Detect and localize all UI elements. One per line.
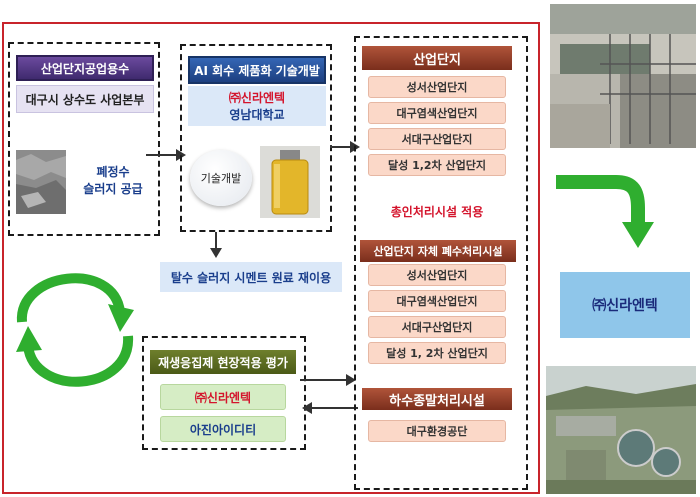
sewage-title: 하수종말처리시설 [362, 388, 512, 410]
wastewater-item: 대구염색산업단지 [368, 290, 506, 312]
double-arrow-icon [300, 374, 358, 414]
sludge-label: 폐정수 슬러지 공급 [68, 156, 158, 204]
approval-label: 총인처리시설 적용 [390, 204, 484, 219]
tech-label: 기술개발 [200, 172, 242, 185]
evaluation-company: ㈜신라엔텍 [160, 384, 286, 410]
bottle-photo [260, 146, 320, 218]
facility-photo-bottom [546, 366, 696, 494]
sludge-label-line1: 폐정수 [96, 165, 130, 179]
tech-company: ㈜신라엔텍 [228, 91, 286, 105]
sludge-photo [16, 150, 66, 214]
evaluation-partner: 아진아이디티 [160, 416, 286, 442]
evaluation-title: 재생응집제 현장적용 평가 [150, 350, 296, 374]
tech-university: 영남대학교 [229, 108, 285, 122]
arrow-down-icon [210, 232, 222, 258]
tech-label-circle: 기술개발 [190, 150, 252, 206]
supply-group [8, 42, 160, 236]
facility-photo-top [550, 4, 696, 148]
supply-subtitle: 대구시 상수도 사업본부 [16, 85, 154, 113]
sewage-item: 대구환경공단 [368, 420, 506, 442]
sludge-label-line2: 슬러지 공급 [83, 182, 143, 196]
evaluation-company-text: ㈜신라엔텍 [194, 390, 252, 405]
industrial-item: 성서산업단지 [368, 76, 506, 98]
curved-arrow-icon [556, 175, 654, 248]
supply-title: 산업단지공업용수 [16, 55, 154, 81]
wastewater-item: 성서산업단지 [368, 264, 506, 286]
industrial-item: 대구염색산업단지 [368, 102, 506, 124]
cycle-arrow-icon [16, 273, 134, 387]
right-company-box: ㈜신라엔텍 [560, 272, 690, 338]
tech-title: AI 회수 제품화 기술개발 [188, 56, 326, 84]
tech-partners: ㈜신라엔텍 영남대학교 [188, 86, 326, 126]
industrial-item: 서대구산업단지 [368, 128, 506, 150]
approval-text: 총인처리시설 적용 [362, 200, 512, 222]
industrial-title: 산업단지 [362, 46, 512, 70]
right-company-label: ㈜신라엔텍 [592, 298, 658, 314]
evaluation-partner-text: 아진아이디티 [189, 422, 257, 437]
tech-group [180, 44, 332, 232]
industrial-group [354, 36, 528, 490]
wastewater-item: 달성 1, 2차 산업단지 [368, 342, 506, 364]
industrial-item: 달성 1,2차 산업단지 [368, 154, 506, 176]
reuse-label: 탈수 슬러지 시멘트 원료 재이용 [160, 262, 342, 292]
reuse-label-text: 탈수 슬러지 시멘트 원료 재이용 [170, 270, 332, 285]
wastewater-item: 서대구산업단지 [368, 316, 506, 338]
evaluation-group [142, 336, 306, 450]
wastewater-title: 산업단지 자체 폐수처리시설 [360, 240, 516, 262]
